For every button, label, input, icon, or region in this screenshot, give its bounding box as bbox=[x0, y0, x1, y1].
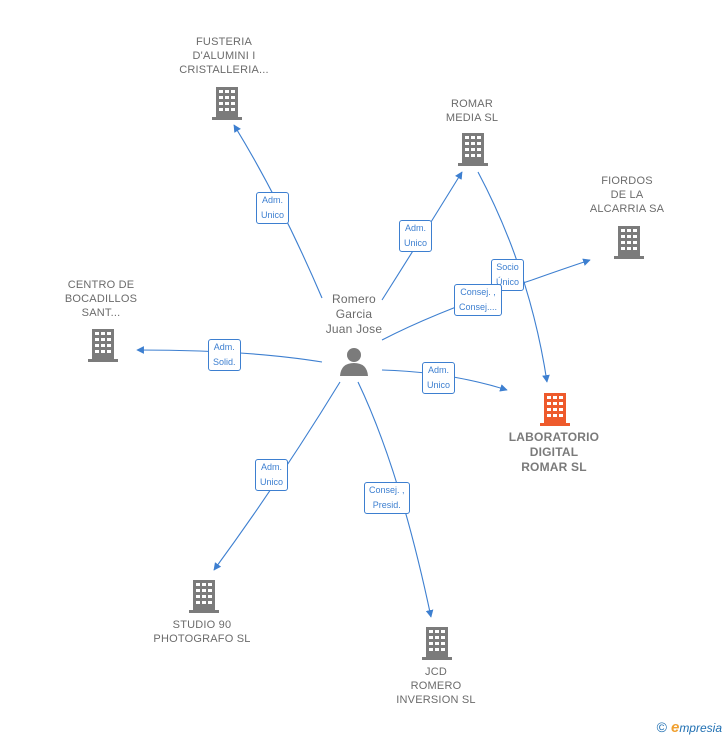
company-label-fiordos[interactable]: FIORDOS DE LA ALCARRIA SA bbox=[589, 175, 665, 215]
building-icon[interactable] bbox=[212, 87, 242, 120]
company-label-laboratorio[interactable]: LABORATORIO DIGITAL ROMAR SL bbox=[508, 430, 600, 474]
brand-name: mpresia bbox=[679, 721, 722, 735]
edge-label-romar: Adm. Unico bbox=[399, 220, 433, 252]
edge-label-jcd: Consej. , Presid. bbox=[364, 482, 410, 514]
company-label-jcd[interactable]: JCD ROMERO INVERSION SL bbox=[396, 666, 476, 706]
building-icon[interactable] bbox=[614, 226, 644, 259]
person-name[interactable]: Romero Garcia Juan Jose bbox=[325, 292, 383, 336]
copyright-icon: © bbox=[656, 719, 667, 735]
building-icon[interactable] bbox=[88, 329, 118, 362]
brand-logo-initial: e bbox=[670, 719, 680, 736]
person-icon[interactable] bbox=[340, 348, 368, 376]
company-label-studio90[interactable]: STUDIO 90 PHOTOGRAFO SL bbox=[153, 619, 251, 645]
building-icon[interactable] bbox=[458, 133, 488, 166]
edge-label-studio: Adm. Unico bbox=[255, 459, 289, 491]
edge-label-centro: Adm. Solid. bbox=[208, 339, 241, 371]
building-icon-main[interactable] bbox=[540, 393, 570, 426]
edge-label-consej-lab: Consej. , Consej.... bbox=[454, 284, 503, 316]
company-label-centro[interactable]: CENTRO DE BOCADILLOS SANT... bbox=[64, 279, 138, 319]
building-icon[interactable] bbox=[189, 580, 219, 613]
edge-label-lab: Adm. Unico bbox=[422, 362, 456, 394]
edge-label-fusteria: Adm. Unico bbox=[256, 192, 290, 224]
company-label-fusteria[interactable]: FUSTERIA D'ALUMINI I CRISTALLERIA... bbox=[179, 36, 269, 76]
edge-line-lab-fiordos bbox=[531, 258, 591, 281]
company-label-romar-media[interactable]: ROMAR MEDIA SL bbox=[445, 98, 499, 124]
footer-brand[interactable]: ©empresia bbox=[657, 719, 722, 736]
building-icon[interactable] bbox=[422, 627, 452, 660]
